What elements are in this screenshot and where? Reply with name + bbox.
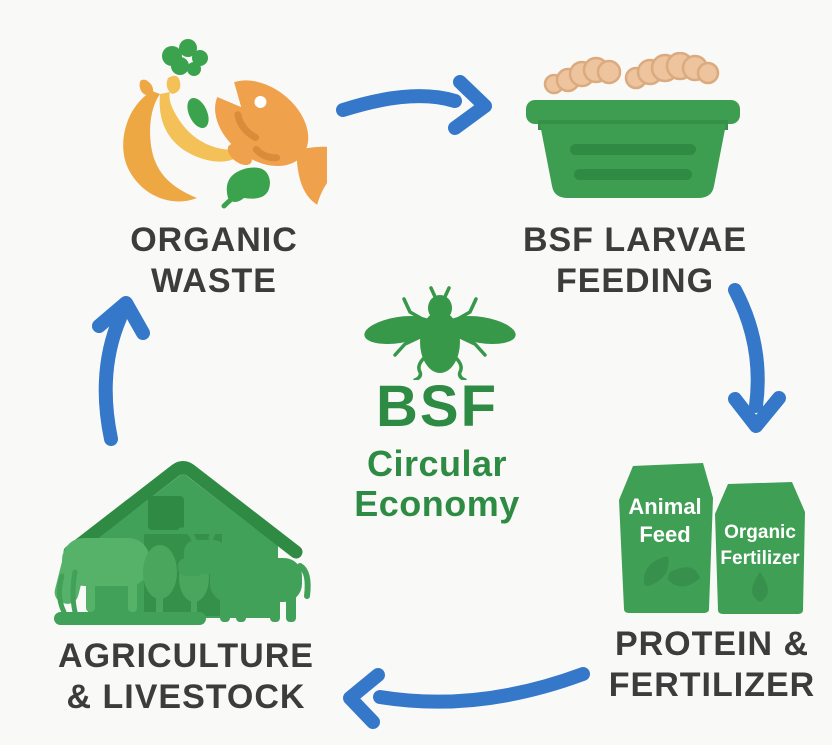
larvae-feeding-label: BSF LARVAE FEEDING	[485, 220, 785, 302]
agriculture-livestock-label: AGRICULTURE & LIVESTOCK	[36, 636, 336, 718]
label-line: FERTILIZER	[608, 666, 816, 704]
label-line: PROTEIN &	[614, 625, 810, 663]
bag-label: Fertilizer	[720, 548, 800, 569]
arrow-down-icon	[728, 283, 786, 433]
organic-waste-label: ORGANIC WASTE	[64, 220, 364, 302]
larvae-feeding-bin-icon	[526, 52, 740, 198]
label-line: AGRICULTURE	[58, 637, 314, 675]
arrow-up-icon	[92, 296, 150, 446]
leaf-watermark-icon	[643, 556, 700, 587]
label-line: WASTE	[151, 262, 277, 300]
broccoli-icon	[162, 39, 208, 76]
bag-organic-fertilizer: Organic Fertilizer	[715, 482, 805, 614]
black-soldier-fly-icon	[364, 286, 516, 380]
cow-grazing-icon	[54, 538, 150, 612]
cow-icon	[178, 523, 311, 622]
bin-icon	[526, 100, 740, 198]
bag-label: Feed	[639, 522, 690, 547]
label-line: & LIVESTOCK	[66, 678, 306, 716]
larva-icon	[543, 56, 622, 95]
protein-fertilizer-label: PROTEIN & FERTILIZER	[562, 624, 832, 706]
label-line: BSF LARVAE	[522, 221, 748, 259]
banana-icon	[159, 92, 246, 162]
label-line: FEEDING	[555, 262, 715, 300]
leaf-icon	[221, 167, 270, 209]
barn-window	[148, 496, 184, 530]
leaf-icon	[187, 98, 209, 128]
feed-and-fertilizer-bags-icon: Animal Feed Organic Fertilizer	[619, 463, 805, 614]
grass-icon	[54, 569, 206, 625]
larva-icon	[624, 52, 720, 90]
bag-label: Animal	[628, 494, 701, 519]
brand-subtitle: Circular Economy	[354, 443, 520, 524]
banana-icon	[123, 91, 197, 202]
arrow-right-icon	[336, 75, 492, 135]
label-line: ORGANIC	[130, 221, 298, 259]
bag-label: Organic	[724, 522, 796, 543]
brand-title: BSF	[376, 374, 498, 439]
arrow-left-icon	[343, 667, 590, 729]
bag-animal-feed: Animal Feed	[619, 463, 713, 613]
fish-icon	[212, 71, 327, 205]
farm-livestock-icon	[54, 461, 311, 625]
organic-waste-icon	[123, 39, 327, 209]
droplet-icon	[752, 572, 768, 602]
